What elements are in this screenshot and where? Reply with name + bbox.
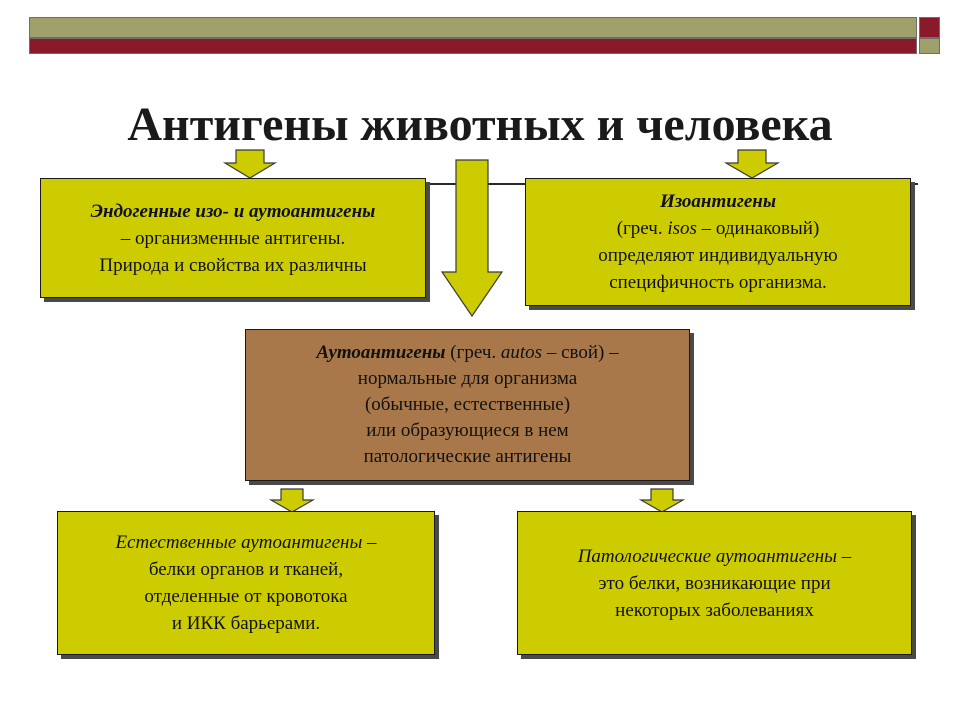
isoantigens-heading: Изоантигены — [659, 191, 776, 212]
isoantigens-text-1a: (греч. — [616, 218, 668, 239]
arrow-down-left-bottom — [268, 488, 316, 513]
endogenous-antigens-box: Эндогенные изо- и аутоантигены – организ… — [40, 178, 426, 298]
autoantigens-box: Аутоантигены (греч. autos – свой) – норм… — [245, 329, 690, 481]
pathological-text-2: некоторых заболеваниях — [615, 599, 814, 621]
pathological-autoantigens-box: Патологические аутоантигены – это белки,… — [517, 511, 912, 655]
endogenous-heading: Эндогенные изо- и аутоантигены — [90, 200, 376, 222]
corner-square-olive — [919, 38, 940, 54]
autoantigens-heading: Аутоантигены — [316, 342, 446, 363]
natural-heading: Естественные аутоантигены – — [115, 532, 377, 553]
isoantigens-box: Изоантигены (греч. isos – одинаковый) оп… — [525, 178, 911, 306]
arrow-down-left-top — [222, 149, 278, 179]
isoantigens-text-3: специфичность организма. — [609, 272, 827, 293]
autoantigens-text-4: или образующиеся в нем — [366, 420, 569, 441]
isoantigens-text-1c: – одинаковый) — [696, 218, 820, 239]
pathological-text-1: это белки, возникающие при — [598, 572, 831, 594]
autoantigens-text-5: патологические антигены — [363, 446, 572, 467]
isoantigens-text-1: (греч. isos – одинаковый) — [617, 215, 820, 242]
autoantigens-text-1d: – свой) – — [542, 342, 619, 363]
autoantigens-text-3: (обычные, естественные) — [364, 394, 571, 415]
endogenous-text-1: – организменные антигены. — [120, 227, 346, 249]
corner-square-maroon — [919, 17, 940, 38]
autoantigens-text-1c: autos — [500, 342, 543, 363]
page-title: Антигены животных и человека — [127, 98, 833, 151]
isoantigens-text-1b: isos — [667, 218, 697, 239]
natural-autoantigens-box: Естественные аутоантигены – белки органо… — [57, 511, 435, 655]
divider-line-left — [426, 183, 456, 185]
arrow-down-center-large — [440, 159, 504, 318]
autoantigens-text-2: нормальные для организма — [357, 368, 578, 389]
arrow-down-right-bottom — [638, 488, 686, 513]
natural-text-3: и ИКК барьерами. — [171, 613, 321, 634]
pathological-heading: Патологические аутоантигены – — [577, 545, 852, 567]
autoantigens-text-1b: (греч. — [445, 342, 501, 363]
natural-text-2: отделенные от кровотока — [144, 586, 348, 607]
autoantigens-text-1: Аутоантигены (греч. autos – свой) – — [316, 340, 618, 366]
header-bar-olive — [29, 17, 917, 38]
natural-text-1: белки органов и тканей, — [148, 559, 344, 580]
header-bar-maroon — [29, 38, 917, 54]
endogenous-text-2: Природа и свойства их различны — [99, 254, 367, 276]
isoantigens-text-2: определяют индивидуальную — [598, 245, 838, 266]
arrow-down-right-top — [723, 149, 781, 179]
